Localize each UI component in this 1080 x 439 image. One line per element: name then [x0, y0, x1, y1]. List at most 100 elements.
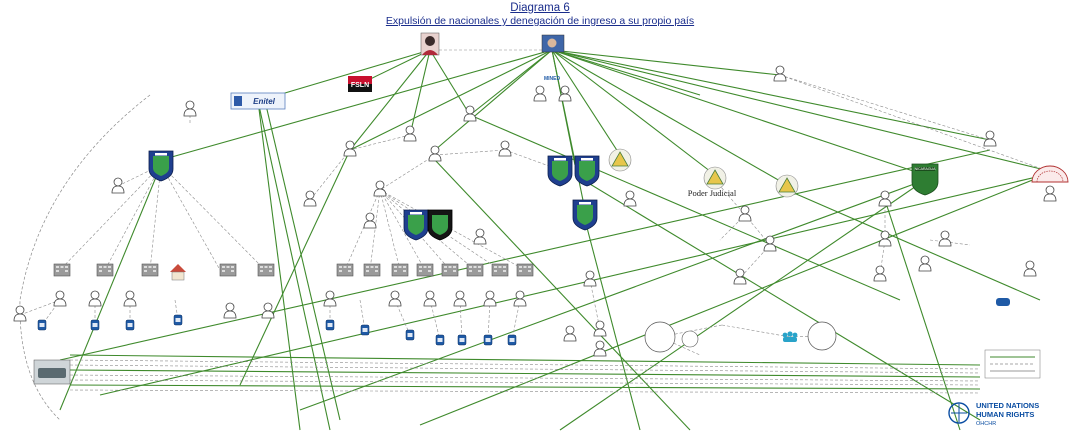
edge-long-green-13 — [574, 174, 981, 421]
edge-bottom-bundle-0 — [69, 354, 981, 366]
person-top-male — [541, 34, 565, 53]
person-node-27 — [261, 302, 275, 319]
police-shield-2 — [574, 155, 600, 187]
police-shield-4 — [403, 209, 429, 241]
person-node-31 — [453, 290, 467, 307]
building-node-8 — [416, 263, 434, 277]
id-badge-node-6 — [405, 329, 415, 341]
edge-grey-7 — [369, 189, 381, 271]
edge-grey-42 — [429, 299, 441, 341]
building-node-6 — [363, 263, 381, 277]
edge-grey-10 — [379, 189, 451, 271]
edge-bottom-bundle-7 — [69, 389, 981, 394]
edge-grey-15 — [309, 149, 351, 201]
person-node-13 — [363, 212, 377, 229]
edge-grey-17 — [434, 149, 506, 156]
edge-grey-4 — [160, 164, 221, 271]
person-node-3 — [13, 305, 27, 322]
un-human-rights-logo: UNITED NATIONS HUMAN RIGHTS OHCHR — [944, 395, 1074, 435]
person-node-39 — [123, 290, 137, 307]
cluster-circle-left — [644, 321, 676, 353]
person-node-36 — [563, 325, 577, 342]
edge-grey-43 — [459, 299, 463, 341]
edge-grey-8 — [379, 189, 401, 271]
cluster-circle-right — [807, 321, 837, 351]
person-node-22 — [938, 230, 952, 247]
edge-top-green-11 — [551, 49, 701, 96]
mined-label: MINED — [544, 76, 561, 82]
edge-grey-45 — [511, 299, 521, 341]
diagram-subtitle: Expulsión de nacionales y denegación de … — [385, 15, 695, 27]
person-top-female — [420, 32, 440, 56]
edge-top-green-10 — [551, 49, 991, 141]
edge-long-green-8 — [299, 179, 926, 411]
id-badge-node-2 — [125, 319, 135, 331]
edge-topf-green-2 — [409, 49, 431, 136]
un-line3: OHCHR — [976, 421, 996, 427]
edge-grey-34 — [19, 299, 61, 316]
edge-grey-13 — [379, 189, 526, 271]
edge-grey-19 — [779, 74, 991, 141]
edge-grey-29 — [721, 324, 791, 338]
person-node-14 — [473, 228, 487, 245]
un-emblem-icon: UNITED NATIONS HUMAN RIGHTS OHCHR — [948, 401, 1039, 427]
building-node-2 — [141, 263, 159, 277]
building-node-5 — [336, 263, 354, 277]
edge-layer — [19, 49, 1046, 431]
edge-long-green-4 — [434, 159, 691, 431]
building-node-9 — [441, 263, 459, 277]
edge-top-green-7 — [551, 49, 926, 176]
enitel-label: Enitel — [253, 97, 276, 106]
vehicle-icon-right — [996, 298, 1010, 306]
edge-bottom-bundle-3 — [69, 369, 981, 378]
group-icon — [782, 331, 798, 342]
seal-right — [775, 174, 799, 198]
edge-grey-14 — [379, 154, 436, 191]
id-badge-node-10 — [507, 334, 517, 346]
seal-triangle-center — [608, 148, 632, 172]
person-node-21 — [918, 255, 932, 272]
edge-long-green-3 — [59, 164, 162, 411]
edge-long-green-14 — [584, 219, 641, 431]
person-node-19 — [878, 230, 892, 247]
person-node-34 — [583, 270, 597, 287]
building-node-1 — [96, 263, 114, 277]
edge-grey-1 — [59, 164, 162, 271]
police-shield-dark — [427, 209, 453, 241]
edge-top-green-0 — [160, 49, 553, 161]
un-line1: UNITED NATIONS — [976, 401, 1039, 410]
un-line2: HUMAN RIGHTS — [976, 410, 1034, 419]
edge-grey-9 — [379, 189, 426, 271]
person-node-35 — [593, 320, 607, 337]
edge-topf-green-1 — [257, 49, 431, 102]
person-node-41 — [1043, 185, 1057, 202]
building-node-0 — [53, 263, 71, 277]
house-icon — [170, 264, 186, 281]
edge-top-green-1 — [349, 49, 553, 151]
edge-long-green-11 — [59, 149, 991, 361]
edge-long-green-7 — [99, 174, 1046, 396]
police-shield-1 — [547, 155, 573, 187]
edge-grey-6 — [344, 189, 381, 271]
building-node-3 — [219, 263, 237, 277]
person-node-1 — [111, 177, 125, 194]
person-node-4 — [303, 190, 317, 207]
person-node-0 — [183, 100, 197, 117]
person-node-40 — [1023, 260, 1037, 277]
person-node-7 — [403, 125, 417, 142]
police-shield-left — [148, 150, 174, 182]
cluster-circle-mid — [681, 330, 699, 348]
edge-long-green-15 — [469, 114, 901, 301]
person-node-29 — [388, 290, 402, 307]
edge-long-green-12 — [786, 189, 1041, 301]
id-badge-node-5 — [360, 324, 370, 336]
building-node-12 — [516, 263, 534, 277]
outer-loop-left — [19, 94, 151, 421]
edge-long-green-1 — [257, 100, 301, 431]
edge-long-green-9 — [559, 179, 926, 431]
person-node-37 — [593, 340, 607, 357]
judicial-label: Poder Judicial — [688, 188, 737, 198]
person-node-8 — [428, 145, 442, 162]
edge-grey-16 — [349, 134, 411, 151]
